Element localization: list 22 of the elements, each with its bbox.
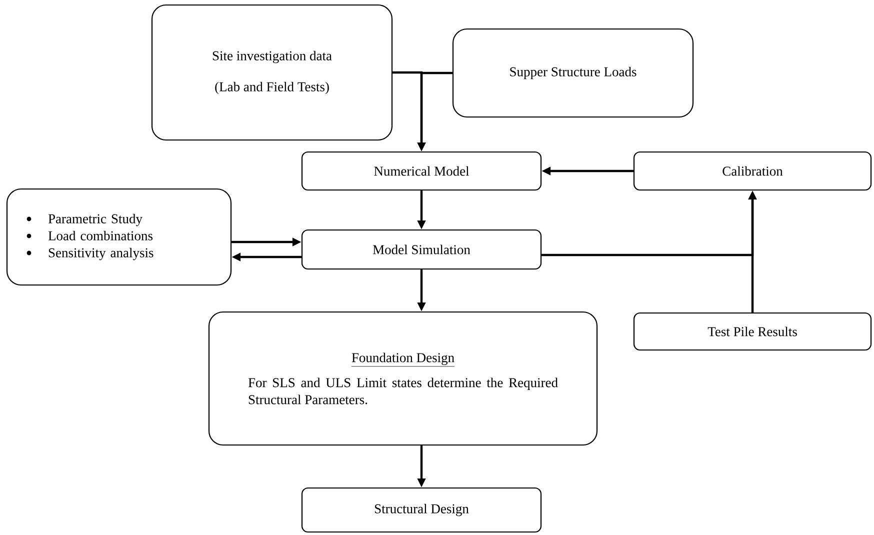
process-box — [633, 151, 872, 191]
process-box — [301, 229, 542, 270]
label-text: Model Simulation — [372, 244, 470, 254]
label-text: Supper Structure Loads — [510, 66, 636, 80]
process-box — [301, 487, 542, 533]
label-text: (Lab and Field Tests) — [215, 82, 329, 94]
heading: Foundation Design — [351, 352, 455, 367]
body-text: For SLS and ULS Limit states determine the Required Structural Parameters. — [248, 378, 558, 404]
list-item: Sensitivity analysis — [48, 248, 154, 260]
design-box — [208, 311, 598, 446]
list-item: Load combinations — [48, 230, 152, 240]
input-box — [151, 4, 393, 141]
input-box — [452, 28, 694, 118]
process-box — [301, 151, 542, 191]
list-item: Parametric Study — [48, 214, 142, 226]
label-text: Structural Design — [375, 504, 469, 516]
label-text: Numerical Model — [374, 166, 470, 176]
list-box — [6, 188, 232, 286]
label-text: Test Pile Results — [708, 326, 797, 336]
label-text: Calibration — [722, 166, 783, 176]
process-box — [633, 312, 872, 351]
label-text: Site investigation data — [212, 50, 332, 64]
